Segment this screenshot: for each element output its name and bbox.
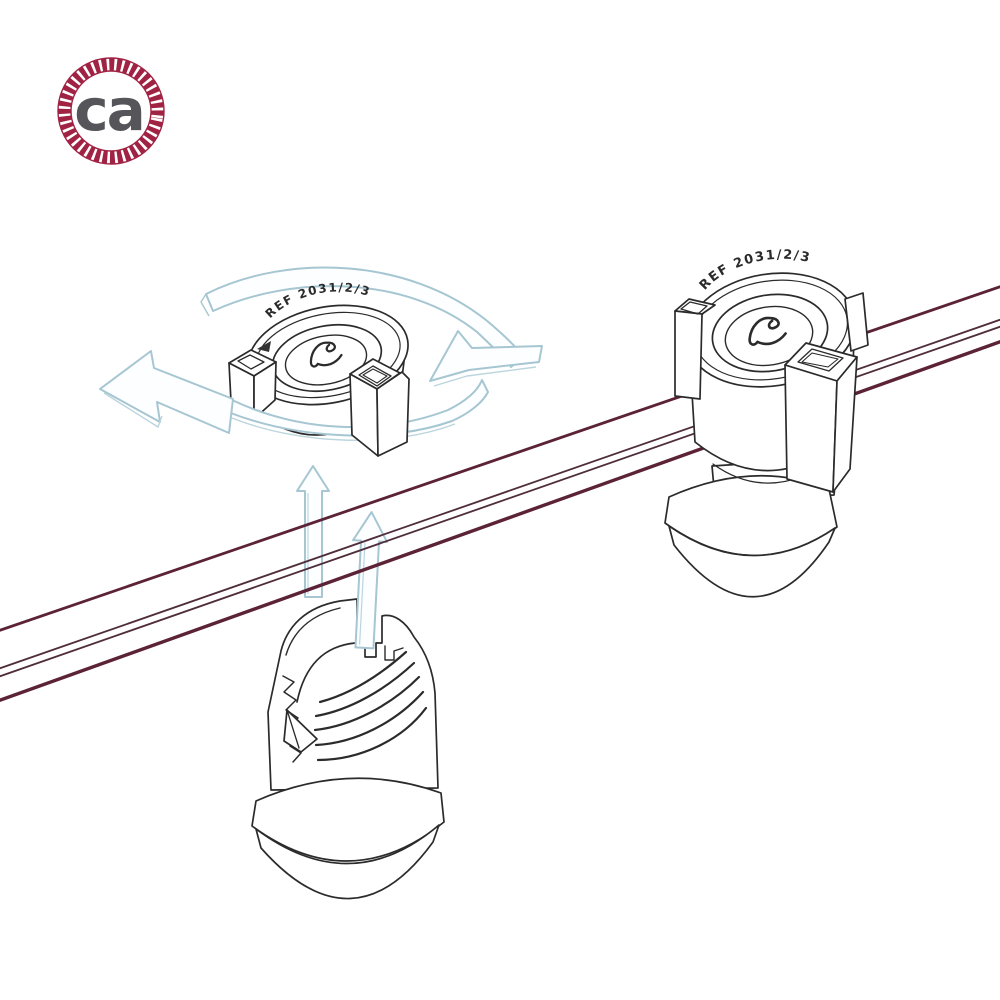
socket-cut-zigzag-edge [282,675,302,763]
socket-cut-flap-fold [286,709,300,749]
right-cap-inner-ring [724,305,814,367]
tab-front-face [674,310,703,400]
tab-slot [237,354,265,370]
socket-cut-flap [283,709,318,753]
rotate-arrowhead-right-echo [433,366,537,387]
tab-slot [358,365,392,387]
tab-front-face [784,364,838,493]
socket-flange-upper-ring [251,777,445,862]
arrow-up-large-inner-edge [359,542,366,645]
thread-line [316,706,428,762]
socket-flange-lower-ring [255,824,440,900]
arrow-up-icon-small [296,465,330,598]
rotate-arrow-band-end-edge [200,293,210,317]
tab-side-face [376,371,410,457]
left-cap-rim-marker [257,341,271,352]
thread-line [314,690,425,747]
socket-rim-inner-line [285,607,341,656]
tab-side-face [253,361,277,420]
left-cap-front-tab [349,358,410,457]
left-cap-inner-ring [284,334,368,386]
logo-wordmark: ca [74,76,144,144]
holder-flange-lower-ring [668,525,836,598]
right-cap-left-tab [674,298,716,400]
logo-ring-inner-edge [70,70,152,152]
rotation-arrow-lower [99,330,543,441]
socket-inner-dome [296,642,356,703]
thread-line [318,650,408,704]
tab-side-face [832,356,858,493]
tab-slot [797,348,844,372]
logo-rope-segments [58,58,164,164]
tab-slot-inner [362,368,388,384]
right-cap-ring [711,293,829,373]
rotate-arrowhead-left [99,350,234,434]
tab-front-face [349,373,379,457]
rotate-arrow-icon [227,379,489,437]
thread-line [314,661,416,718]
rotation-arrow-upper-band [200,266,525,368]
logo-rope-ring [58,58,164,164]
bottom-lamp-holder-cutaway [251,598,445,900]
right-cap-right-mini-tab [844,292,869,352]
logo-ring-outer-edge [57,57,165,165]
socket-slot-step [384,645,404,661]
socket-thread-lines [313,650,428,762]
thread-line [313,675,421,732]
tab-slot-inner [801,352,839,368]
rotate-arrowhead-left-echo [103,392,163,428]
rotate-arrowhead-right [429,330,543,382]
right-cap-front-tab [784,342,858,493]
tab-slot [680,301,708,315]
right-lamp-holder: REF 2031/2/3 [664,248,869,598]
brand-logo: ca [57,57,165,165]
rotate-arrow-band-echo [231,417,456,441]
rotate-arrow-icon [205,266,525,368]
